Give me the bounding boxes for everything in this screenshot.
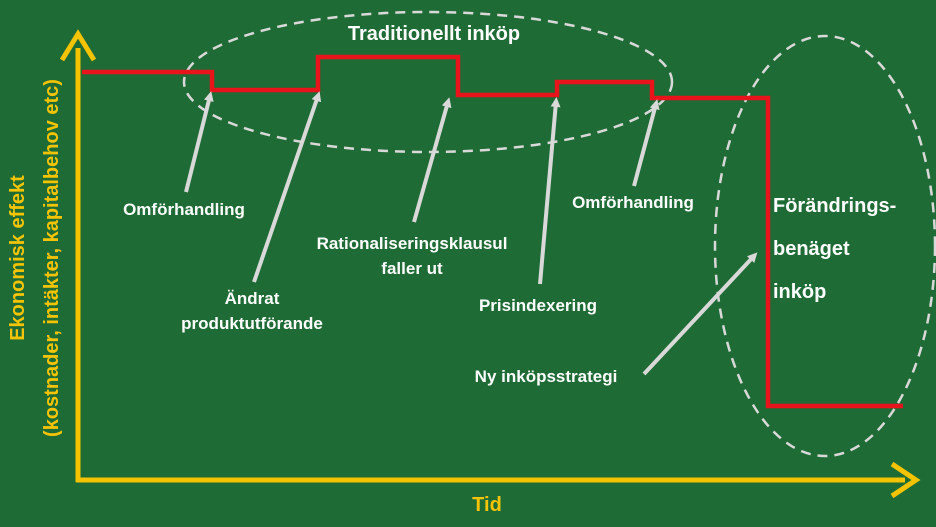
arrow-rationaliseringsklausul xyxy=(412,97,452,223)
arrow-andrat-produktutforande xyxy=(252,91,322,283)
label-rational-line2: faller ut xyxy=(381,259,443,278)
label-andrat-line2: produktutförande xyxy=(181,314,323,333)
y-axis-arrowhead xyxy=(59,29,97,62)
event-arrows xyxy=(184,91,758,376)
x-axis-label: Tid xyxy=(472,494,502,516)
cost-line xyxy=(82,54,903,409)
y-axis-label-line1: Ekonomisk effekt xyxy=(7,175,29,341)
change-region-ellipse xyxy=(713,34,936,458)
axes xyxy=(59,29,921,499)
label-omforhandling-2: Omförhandling xyxy=(572,193,694,212)
change-title-line2: benäget xyxy=(773,238,850,260)
label-omforhandling-1: Omförhandling xyxy=(123,200,245,219)
label-prisindexering: Prisindexering xyxy=(479,296,597,315)
traditional-region-ellipse xyxy=(182,10,674,154)
arrow-prisindexering xyxy=(538,97,561,285)
traditional-title: Traditionellt inköp xyxy=(348,23,520,45)
x-axis-arrowhead xyxy=(890,461,921,499)
label-andrat-line1: Ändrat xyxy=(225,289,280,308)
change-title-line1: Förändrings- xyxy=(773,195,896,217)
change-title-line3: inköp xyxy=(773,281,826,303)
arrow-omforhandling-2 xyxy=(632,99,660,187)
arrow-omforhandling-1 xyxy=(184,91,214,193)
arrow-ny-inkopsstrategi xyxy=(642,252,758,376)
label-rational-line1: Rationaliseringsklausul xyxy=(317,234,508,253)
label-ny-inkopsstrategi: Ny inköpsstrategi xyxy=(475,367,618,386)
y-axis-label-line2: (kostnader, intäkter, kapitalbehov etc) xyxy=(41,79,63,437)
